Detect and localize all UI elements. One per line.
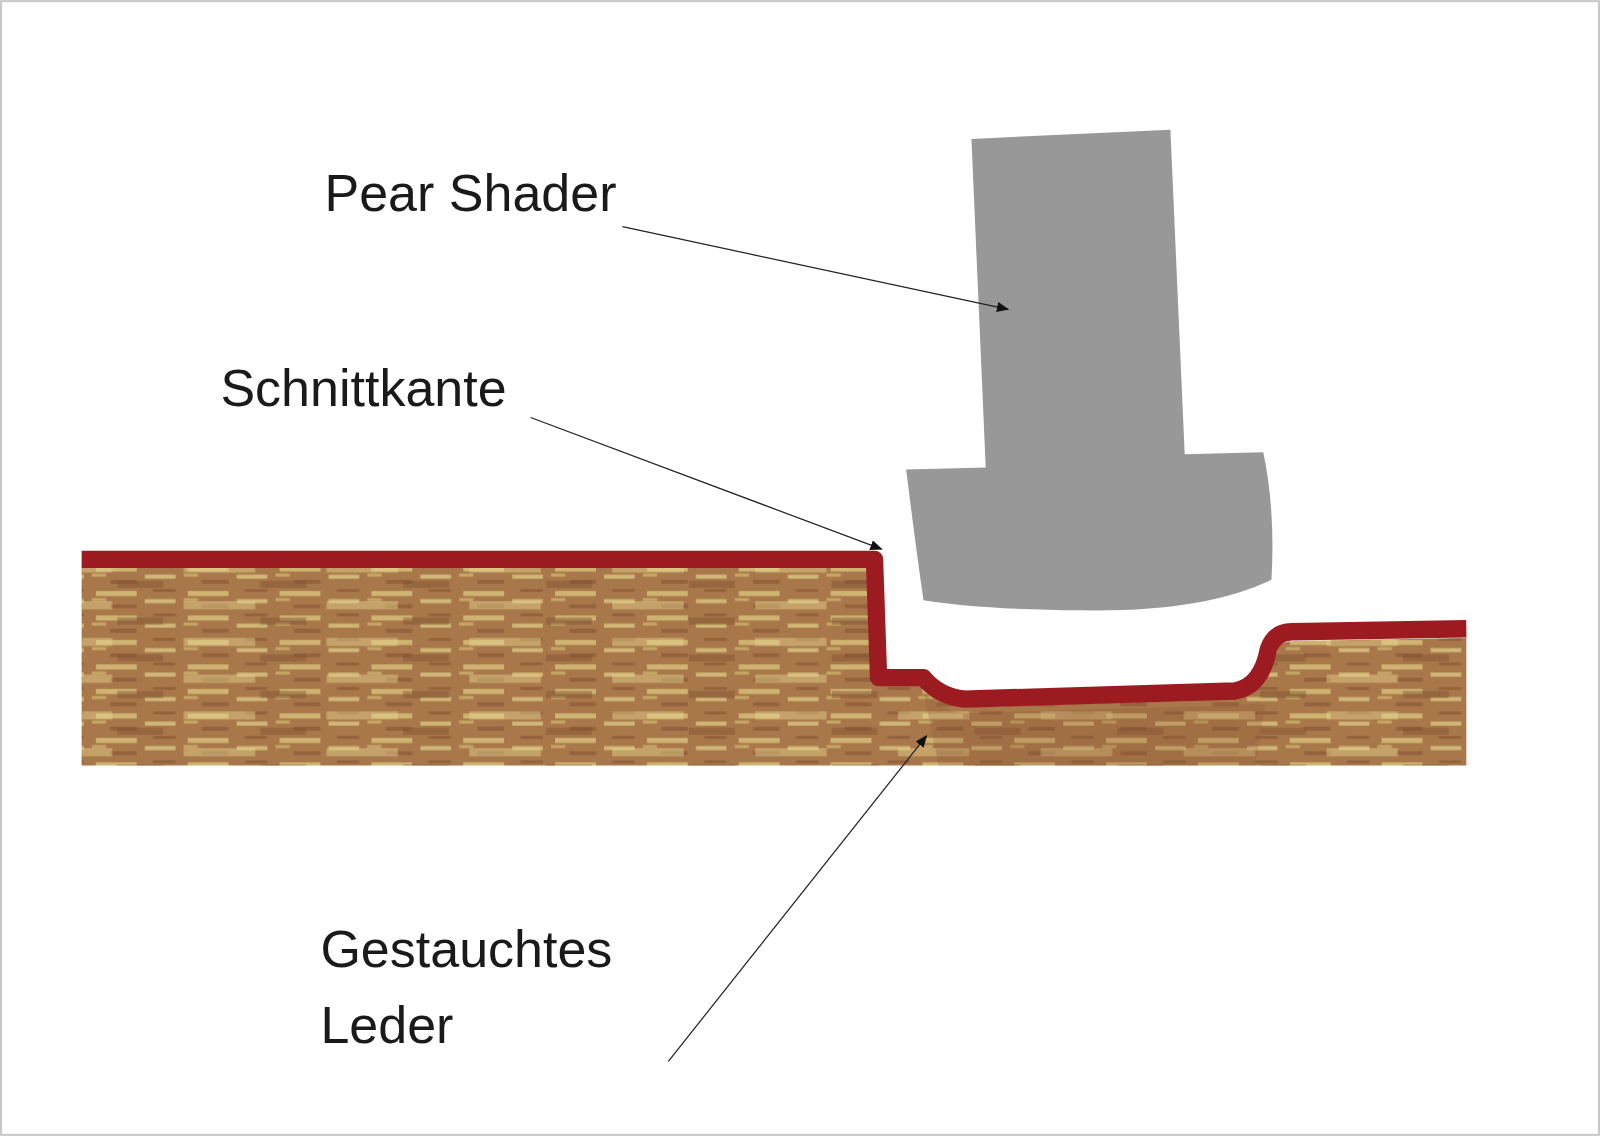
zone-label: Gestauchtes Leder <box>320 911 708 1063</box>
tool-name: Pear Shader <box>324 155 753 231</box>
edge-label: Schnittkante <box>220 350 649 426</box>
